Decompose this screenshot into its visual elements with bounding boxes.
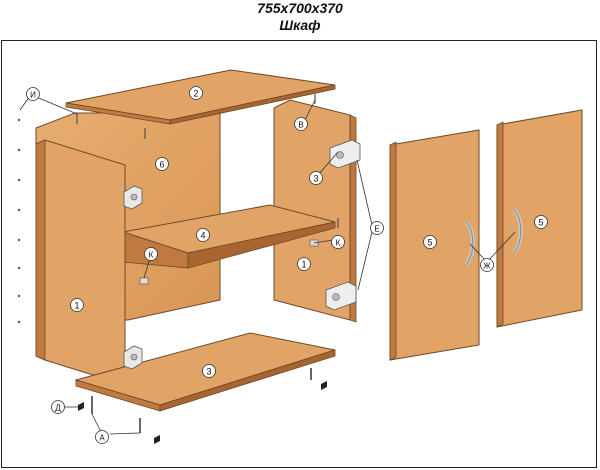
top-panel	[65, 69, 336, 125]
hinge-icon	[123, 185, 143, 210]
screws-icon	[17, 118, 21, 324]
foot-icon	[78, 381, 327, 444]
cabinet-title: Шкаф	[279, 17, 321, 33]
svg-text:2: 2	[193, 89, 198, 99]
callout-side-right: 1	[297, 257, 311, 271]
svg-text:5: 5	[538, 218, 543, 228]
callout-back-panel: 6	[155, 157, 169, 171]
callout-shelf-support: К	[331, 235, 345, 249]
callout-door-right: 5	[534, 215, 548, 229]
svg-text:К: К	[336, 239, 341, 248]
svg-text:5: 5	[427, 238, 432, 248]
svg-text:4: 4	[200, 231, 205, 241]
header: 755x700x370 Шкаф	[0, 0, 600, 40]
side-panel-left	[35, 139, 126, 386]
callout-fastener-v: В	[294, 117, 308, 131]
svg-text:1: 1	[74, 301, 79, 311]
handle-icon	[464, 220, 475, 267]
cabinet-dimensions: 755x700x370	[257, 0, 343, 16]
svg-text:Е: Е	[374, 225, 379, 234]
handle-icon	[512, 208, 523, 255]
callout-bottom: 3	[202, 364, 216, 378]
callout-handles: Ж	[480, 258, 494, 272]
hinge-icon	[325, 281, 357, 311]
dowel-icon	[91, 368, 312, 433]
diagram-frame	[1, 40, 597, 468]
callout-top-panel: 2	[189, 86, 203, 100]
callout-confirmat: К	[144, 247, 158, 261]
svg-text:3: 3	[313, 174, 318, 184]
hinge-icon	[329, 139, 361, 169]
svg-text:3: 3	[206, 367, 211, 377]
svg-text:Д: Д	[55, 404, 61, 413]
hinge-icon	[123, 345, 143, 370]
fastener-icon	[76, 94, 339, 228]
callout-feet: Д	[51, 400, 65, 414]
svg-text:Ж: Ж	[483, 262, 491, 271]
callout-shelf: 4	[196, 228, 210, 242]
svg-text:К: К	[149, 251, 154, 260]
svg-text:В: В	[298, 121, 303, 130]
svg-text:И: И	[30, 91, 36, 100]
svg-text:А: А	[99, 434, 105, 443]
callout-dowels: А	[95, 430, 109, 444]
callout-screws: И	[26, 87, 40, 101]
svg-text:6: 6	[159, 160, 164, 170]
callout-door-left: 5	[423, 235, 437, 249]
callout-hinge-top: 3	[309, 171, 323, 185]
callout-hinges: Е	[370, 221, 384, 235]
svg-text:1: 1	[301, 260, 306, 270]
callout-side-left: 1	[70, 298, 84, 312]
